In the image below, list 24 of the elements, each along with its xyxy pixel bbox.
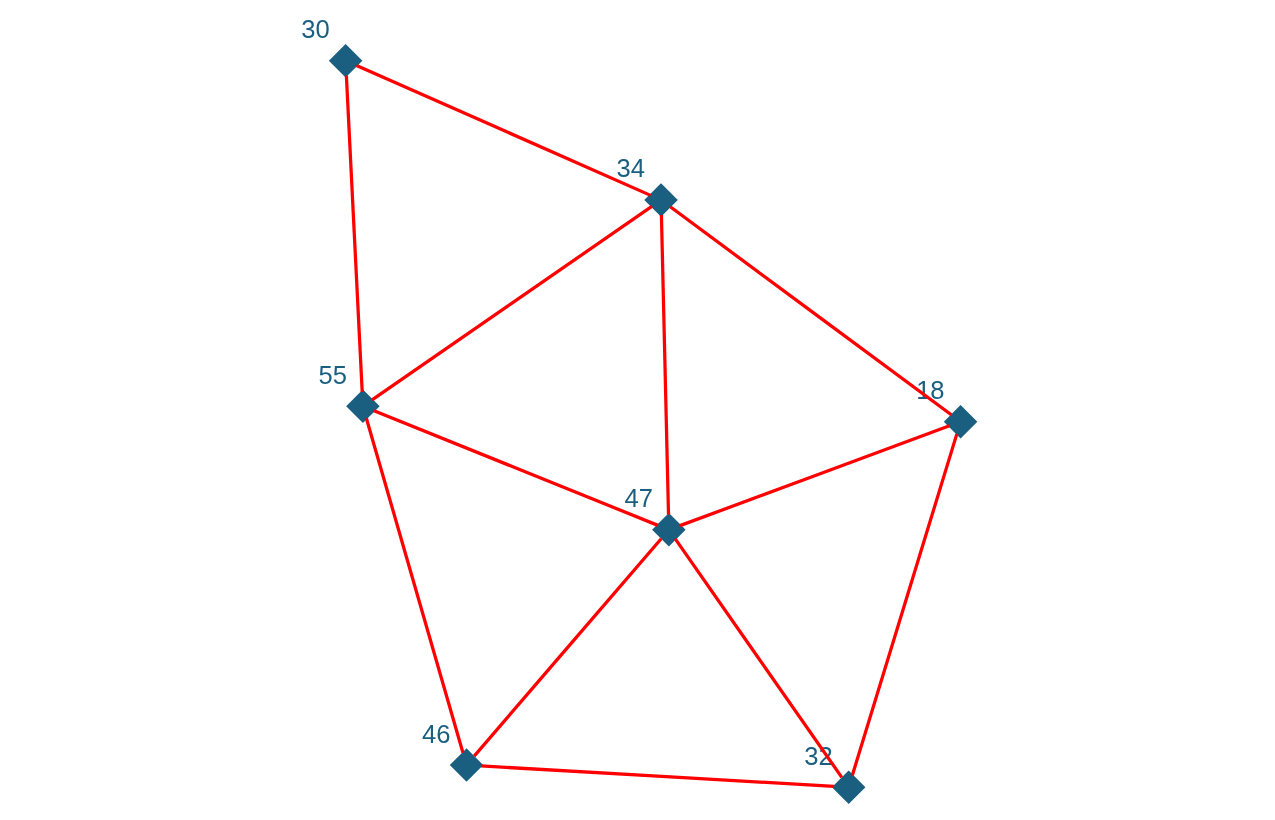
- node-cross: [449, 748, 483, 782]
- node-label: 47: [623, 484, 653, 513]
- connector: [659, 215, 670, 515]
- node-cross: [943, 404, 977, 439]
- connector: [480, 764, 834, 788]
- connector: [472, 537, 662, 758]
- node-label: 30: [300, 15, 330, 44]
- node-cross: [643, 183, 678, 217]
- connector: [364, 417, 464, 754]
- connector: [355, 64, 651, 197]
- connector: [370, 205, 653, 402]
- node-cross: [328, 43, 362, 78]
- node-label: 34: [616, 154, 645, 183]
- connector: [668, 205, 952, 417]
- connector: [673, 538, 843, 779]
- node-label: 55: [317, 360, 347, 389]
- node-cross: [831, 770, 865, 804]
- node-label: 46: [421, 719, 450, 748]
- connector: [678, 424, 950, 528]
- connector: [344, 75, 364, 392]
- connector: [850, 433, 958, 776]
- node-cross: [651, 513, 686, 547]
- node-cross: [345, 389, 380, 423]
- connector: [372, 409, 659, 527]
